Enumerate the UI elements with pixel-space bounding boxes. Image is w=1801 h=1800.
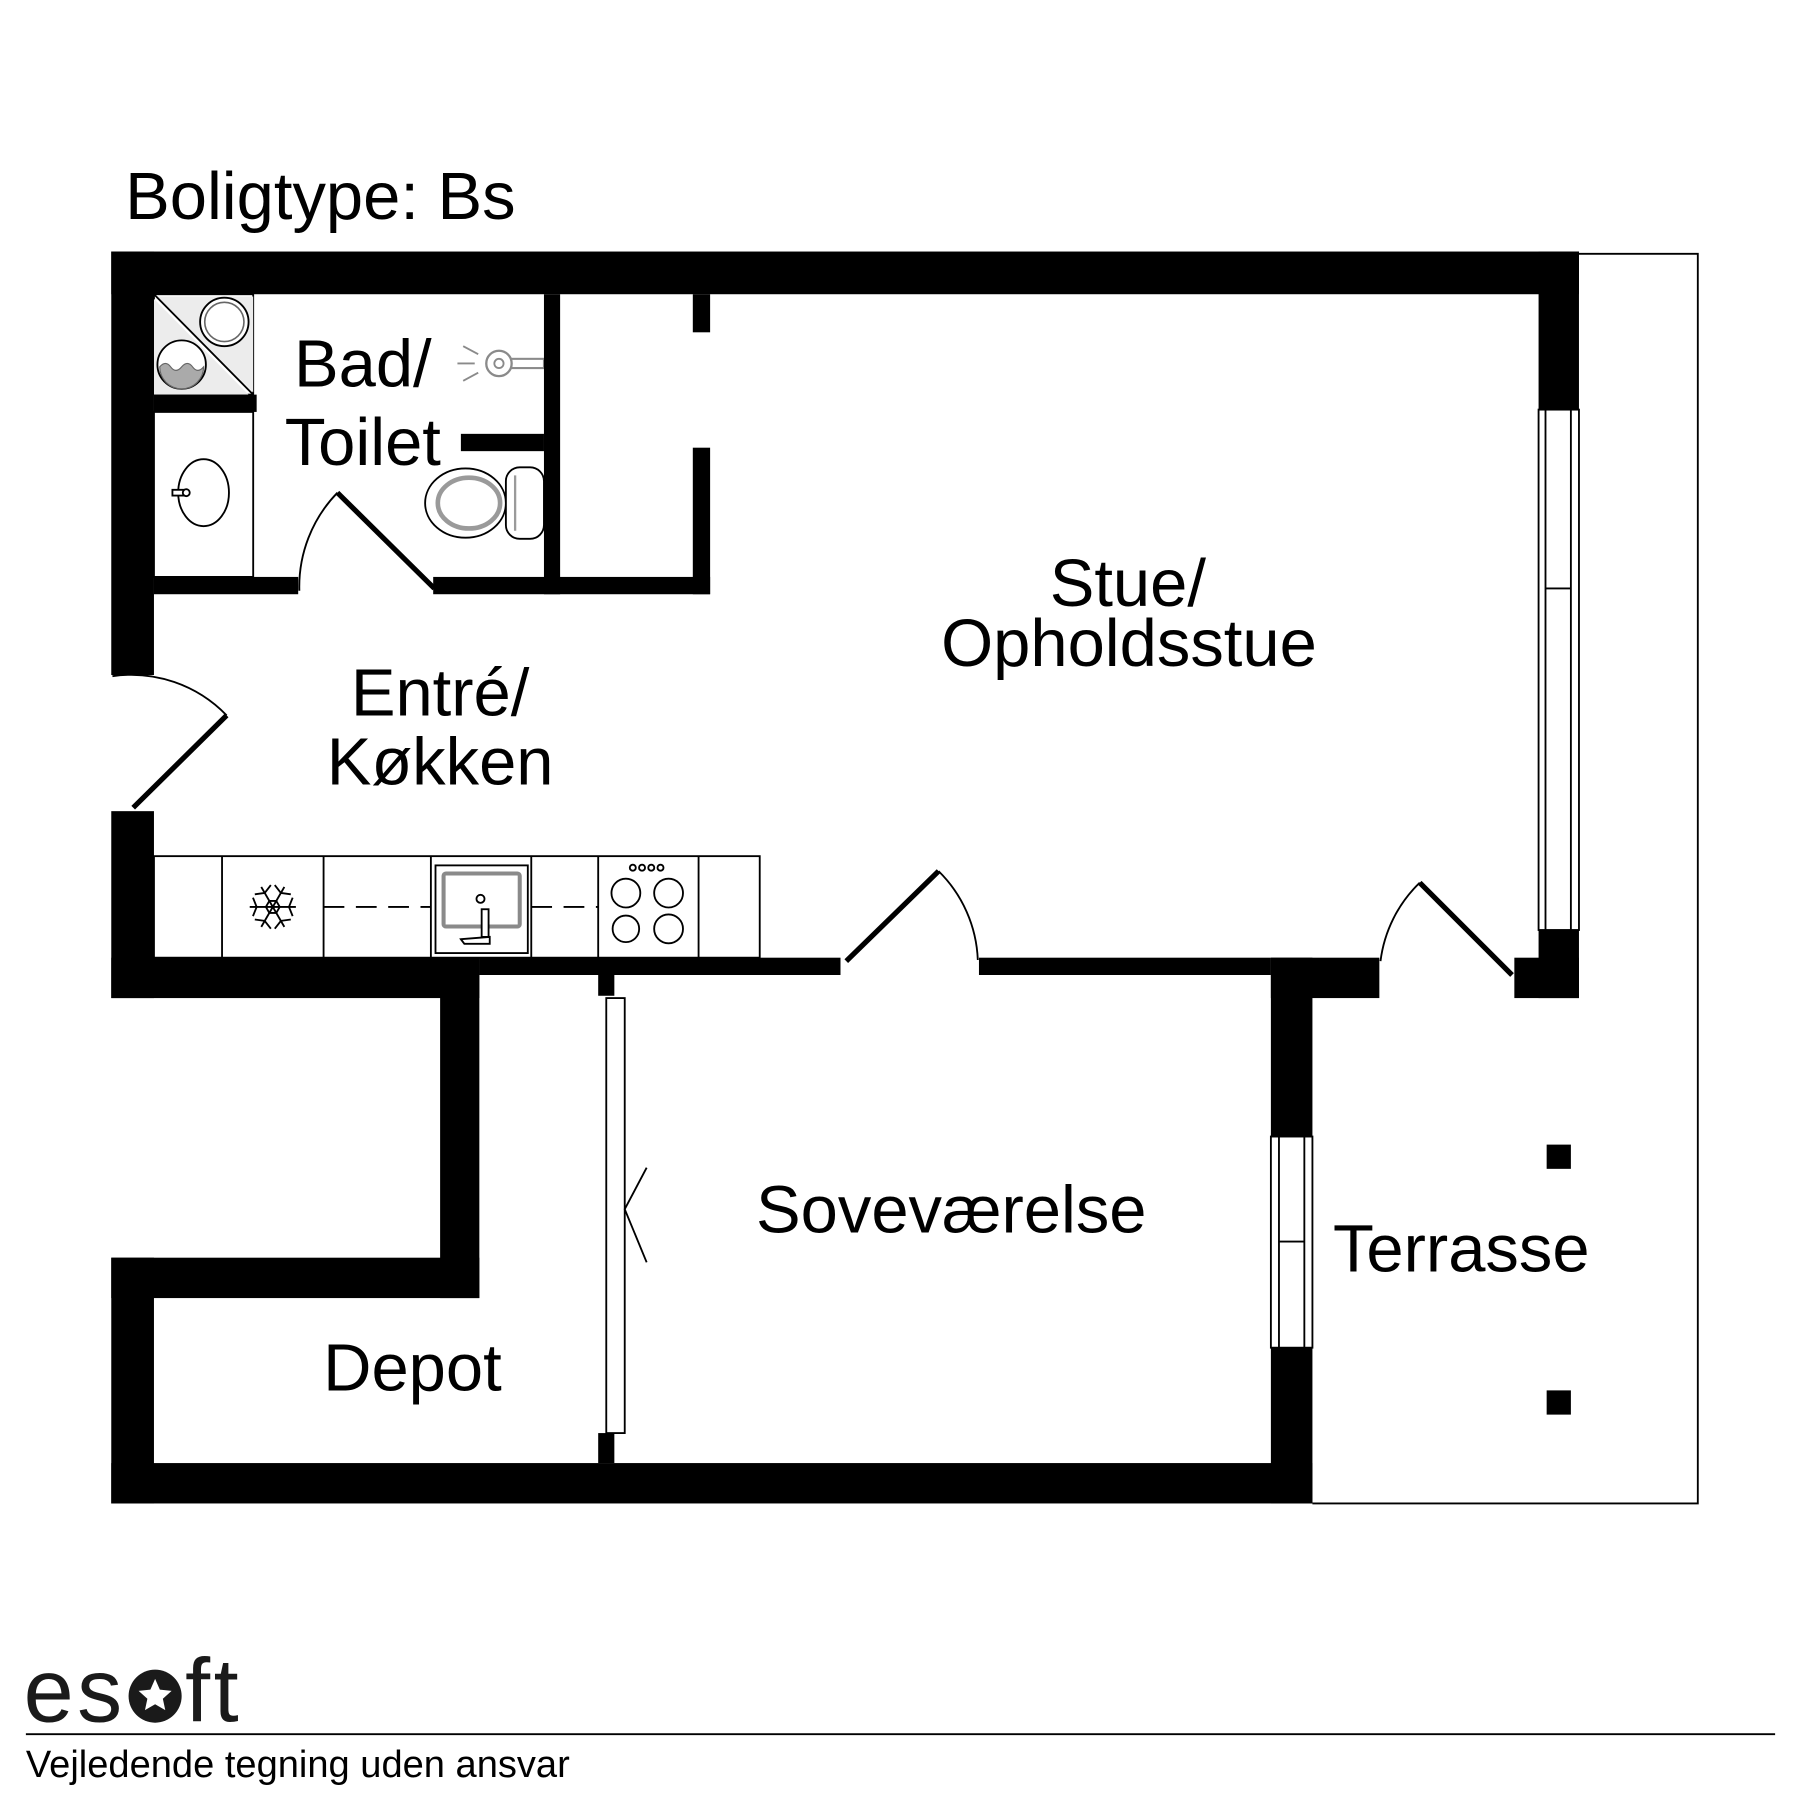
toilet-icon bbox=[424, 466, 545, 540]
terrace-post bbox=[1546, 1390, 1571, 1415]
room-label-living-room: Stue/ Opholdsstue bbox=[941, 546, 1317, 681]
room-label-storage: Depot bbox=[323, 1330, 502, 1405]
washing-machine-icon bbox=[156, 339, 207, 390]
logo-text-left: es bbox=[24, 1642, 126, 1742]
kitchen-counter bbox=[153, 855, 761, 959]
room-label-line: Toilet bbox=[285, 405, 442, 480]
walls bbox=[111, 251, 1579, 1504]
wall-toilet-stub bbox=[460, 433, 544, 452]
logo-text-right: ft bbox=[185, 1642, 242, 1742]
esoft-logo: es ft bbox=[24, 1642, 242, 1742]
wall-living-stub bbox=[692, 294, 711, 333]
wall-bathroom-bottom-right bbox=[433, 576, 711, 595]
wall-partition-bottom-stub bbox=[598, 1433, 615, 1464]
snowflake-icon bbox=[249, 884, 296, 930]
wall-partition-top-stub bbox=[598, 975, 615, 996]
stove-icon bbox=[610, 863, 684, 945]
room-label-bathroom: Bad/ Toilet bbox=[285, 327, 442, 480]
room-label-line: Entré/ bbox=[351, 655, 530, 730]
logo-star-icon bbox=[128, 1669, 182, 1723]
bedroom-door bbox=[844, 869, 979, 964]
shower-icon bbox=[457, 345, 545, 382]
wall-bathroom-bottom-left bbox=[153, 576, 299, 595]
laundry-unit bbox=[153, 293, 255, 396]
wall-bedroom-right-lower bbox=[1270, 1347, 1313, 1504]
wall-living-left bbox=[692, 447, 711, 595]
wall-depot-top bbox=[111, 1257, 480, 1299]
wall-right-upper bbox=[1538, 251, 1579, 410]
footer-disclaimer: Vejledende tegning uden ansvar bbox=[26, 1744, 570, 1786]
wall-depot-vertical bbox=[440, 957, 480, 1299]
room-label-line: Bad/ bbox=[294, 327, 432, 402]
wall-left-upper bbox=[111, 251, 154, 676]
room-label-line: Opholdsstue bbox=[941, 606, 1317, 681]
wall-right-corner bbox=[1514, 957, 1579, 999]
wall-kitchen-bottom-inner bbox=[479, 957, 841, 975]
living-room-window bbox=[1537, 408, 1580, 931]
room-label-terrace: Terrasse bbox=[1333, 1212, 1590, 1287]
wall-kitchen-bottom-outer bbox=[111, 957, 480, 999]
terrace-door bbox=[1379, 880, 1514, 977]
wall-depot-left bbox=[111, 1257, 154, 1504]
wall-bathroom-right bbox=[543, 294, 561, 595]
wall-top bbox=[111, 251, 1579, 295]
room-label-line: Stue/ bbox=[1050, 546, 1207, 621]
room-label-entry-kitchen: Entré/ Køkken bbox=[327, 655, 554, 799]
bedroom-window bbox=[1269, 1135, 1314, 1349]
room-label-bedroom: Soveværelse bbox=[756, 1172, 1146, 1247]
washbasin-icon bbox=[153, 411, 255, 578]
wall-bedroom-right-upper bbox=[1270, 957, 1313, 1137]
kitchen-sink-icon bbox=[434, 864, 529, 954]
room-label-line: Køkken bbox=[327, 725, 554, 800]
plan-title: Boligtype: Bs bbox=[125, 159, 515, 234]
wall-laundry-divider bbox=[153, 394, 257, 412]
bathroom-door bbox=[298, 490, 437, 591]
wall-living-bedroom bbox=[978, 957, 1271, 975]
terrace-outline bbox=[1312, 252, 1699, 1505]
sliding-door bbox=[605, 997, 648, 1434]
entry-door bbox=[112, 673, 229, 810]
wall-bottom bbox=[111, 1463, 1313, 1504]
terrace-post bbox=[1546, 1144, 1571, 1169]
dryer-icon bbox=[199, 296, 250, 348]
